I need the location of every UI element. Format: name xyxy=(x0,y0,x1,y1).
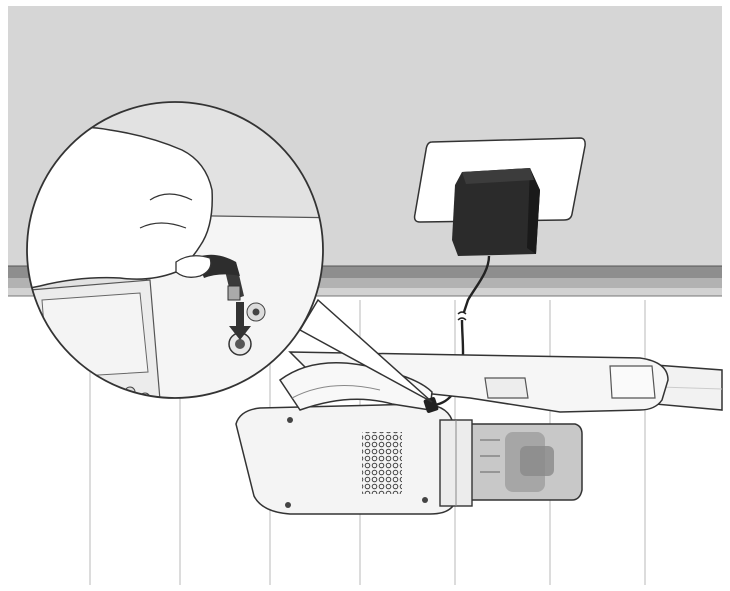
charging-port xyxy=(423,397,439,413)
dust-bin xyxy=(469,423,583,501)
air-vent-grille xyxy=(362,432,402,494)
magnifier-border xyxy=(26,101,324,399)
motor-body xyxy=(235,403,473,515)
power-adapter xyxy=(452,168,540,256)
hand xyxy=(27,126,213,291)
magnified-charging-port xyxy=(228,332,252,356)
insert-arrow-icon xyxy=(229,302,251,340)
magnifier-callout xyxy=(26,101,433,403)
callout-pointer xyxy=(298,298,433,403)
